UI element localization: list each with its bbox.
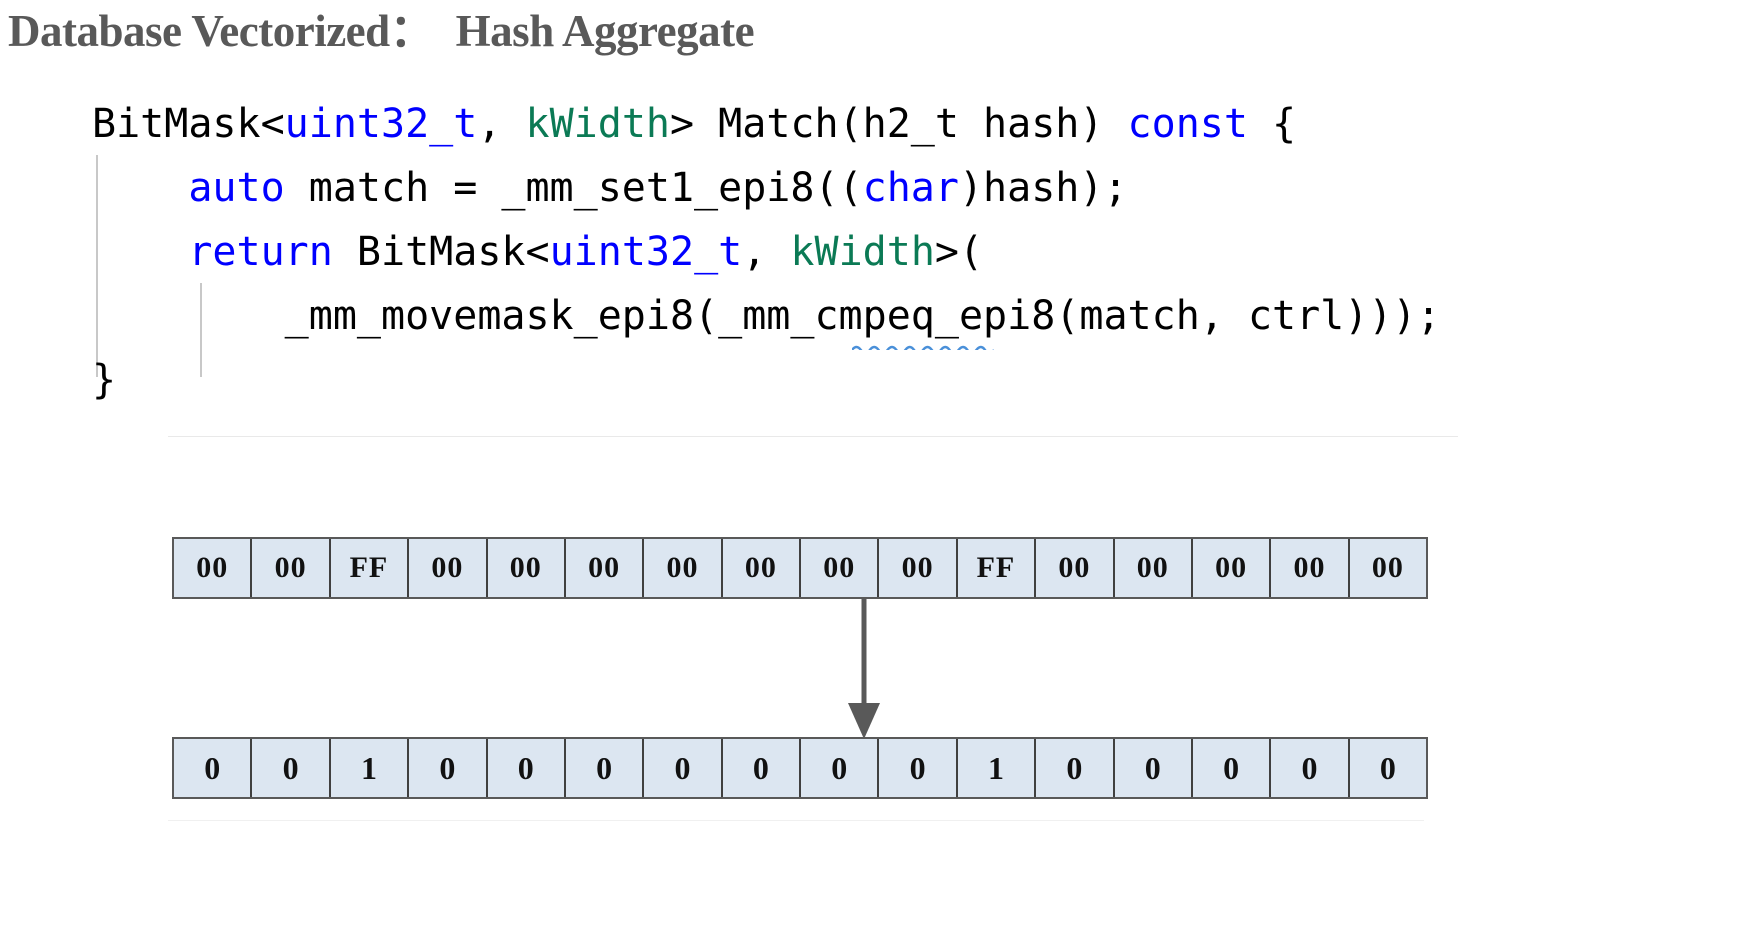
code-token-pln: { [1247,101,1297,147]
code-line-3: return BitMask<uint32_t, kWidth>( [92,220,1752,284]
code-token-pln: match = _mm_set1_epi8(( [284,165,863,211]
diagram-bottom-rule [168,820,1424,821]
match-bit-cell-13: 0 [1192,739,1272,797]
match-bit-cell-0: 0 [174,739,253,797]
control-byte-cell-3: 00 [409,539,488,597]
code-indent [92,293,285,339]
control-byte-cell-11: 00 [1036,539,1115,597]
code-token-kw: uint32_t [284,101,478,147]
match-bit-cell-4: 0 [487,739,566,797]
code-token-pln: )hash); [958,165,1128,211]
code-token-kw: char [862,165,959,211]
control-byte-cell-8: 00 [801,539,880,597]
control-byte-cell-1: 00 [252,539,331,597]
code-line-2: auto match = _mm_set1_epi8((char)hash); [92,156,1752,220]
code-token-pln: } [92,357,117,403]
match-bit-cell-5: 0 [565,739,645,797]
code-token-kw: return [188,229,333,275]
control-byte-cell-4: 00 [487,539,566,597]
match-bit-cell-2: 1 [330,739,410,797]
match-bit-cell-9: 0 [879,739,958,797]
page-title: Database Vectorized： Hash Aggregate [8,6,755,56]
control-byte-cell-2: FF [330,539,410,597]
match-bit-cell-8: 0 [801,739,880,797]
movemask-arrow-icon [844,599,884,739]
control-byte-cell-14: 00 [1271,539,1350,597]
match-bit-cell-1: 0 [252,739,331,797]
control-byte-cell-10: FF [957,539,1037,597]
control-byte-cell-13: 00 [1192,539,1272,597]
code-token-pln: , [477,101,526,147]
match-bit-cell-6: 0 [644,739,723,797]
code-block: BitMask<uint32_t, kWidth> Match(h2_t has… [92,92,1752,412]
code-indent [92,165,188,211]
control-byte-cell-9: 00 [879,539,958,597]
control-byte-cell-5: 00 [565,539,645,597]
code-token-pln: BitMask< [332,229,550,275]
match-bit-cell-11: 0 [1036,739,1115,797]
spellcheck-squiggle-icon [852,340,994,350]
match-bit-cell-10: 1 [957,739,1037,797]
code-line-4: _mm_movemask_epi8(_mm_cmpeq_epi8(match, … [92,284,1752,348]
code-token-pln: >( [934,229,984,275]
code-token-pln: _mm_movemask_epi8(_mm_cmpeq_epi8(match, … [284,293,1441,339]
match-bit-cell-14: 0 [1271,739,1350,797]
control-byte-cell-0: 00 [174,539,253,597]
control-byte-cell-15: 00 [1349,539,1426,597]
code-indent [92,229,188,275]
match-bit-cell-7: 0 [722,739,801,797]
code-line-5: } [92,348,1752,412]
code-token-pln: , [742,229,791,275]
code-token-kw: auto [188,165,285,211]
match-bit-cell-3: 0 [409,739,488,797]
code-token-typ: kWidth [525,101,670,147]
indent-guide-level-2 [200,283,202,377]
code-token-pln: > Match(h2_t hash) [669,101,1128,147]
control-byte-cell-6: 00 [644,539,723,597]
control-byte-cell-7: 00 [722,539,801,597]
match-bit-cell-15: 0 [1349,739,1426,797]
code-token-kw: const [1127,101,1248,147]
code-line-1: BitMask<uint32_t, kWidth> Match(h2_t has… [92,92,1752,156]
match-bit-cell-12: 0 [1114,739,1193,797]
code-token-pln: BitMask< [92,101,285,147]
code-token-typ: kWidth [790,229,935,275]
code-token-kw: uint32_t [549,229,743,275]
indent-guide-level-1 [96,155,98,377]
control-byte-cell-12: 00 [1114,539,1193,597]
